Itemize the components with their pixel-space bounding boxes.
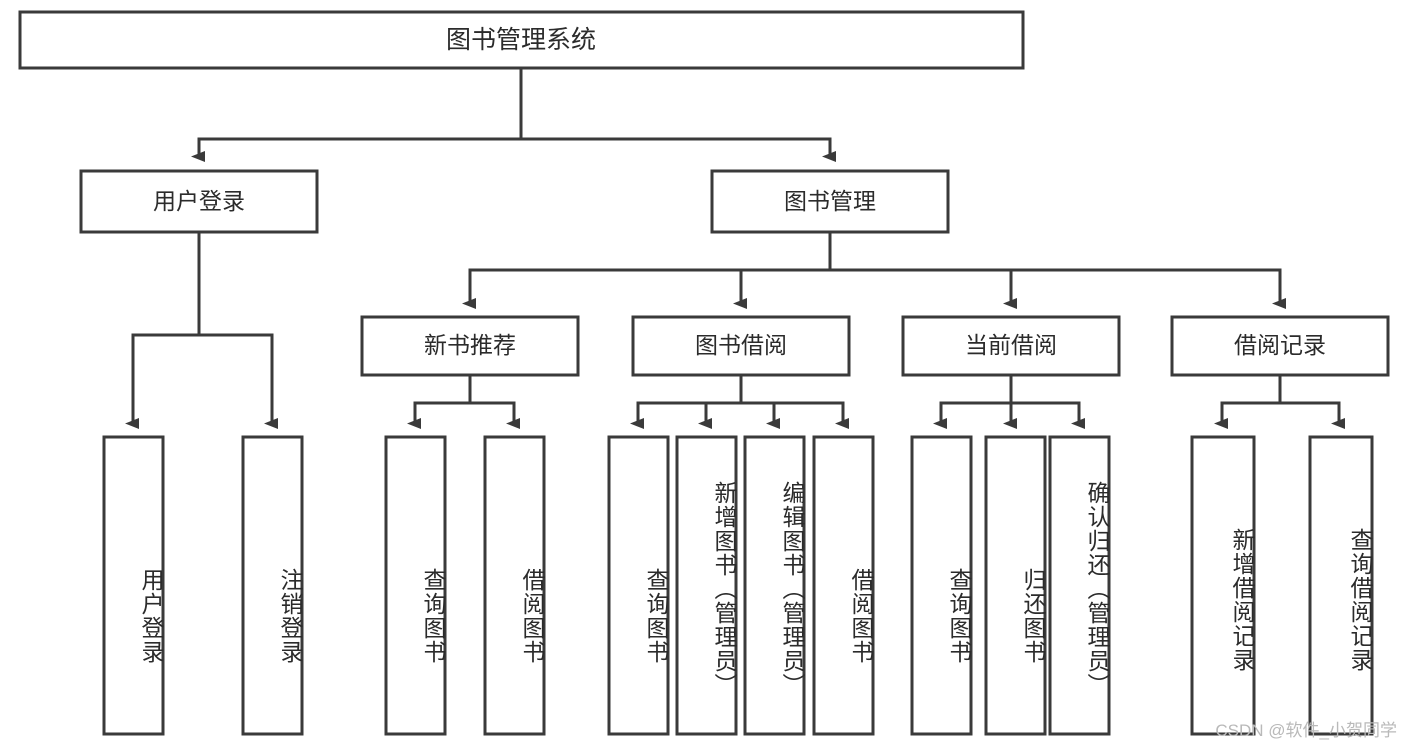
leaf-box-book-borrow-0[interactable] — [607, 435, 670, 736]
node-root[interactable]: 图书管理系统 — [18, 10, 1025, 70]
node-book-management[interactable]: 图书管理 — [710, 169, 950, 234]
leaf-box-current-borrow-1[interactable] — [984, 435, 1047, 736]
leaf-box-new-book-0[interactable] — [384, 435, 447, 736]
connector-currentborrow-to-leaves — [933, 373, 1085, 429]
node-borrow-record[interactable]: 借阅记录 — [1170, 315, 1390, 377]
leaf-box-new-book-1[interactable] — [483, 435, 546, 736]
node-user-login[interactable]: 用户登录 — [79, 169, 319, 234]
leaf-box-user-login-1[interactable] — [241, 435, 304, 736]
leaf-box-borrow-record-1[interactable] — [1308, 435, 1374, 736]
csdn-watermark: CSDN @软件_小贺同学 — [1215, 721, 1397, 740]
leaf-box-borrow-record-0[interactable] — [1190, 435, 1256, 736]
leaf-box-current-borrow-0[interactable] — [910, 435, 973, 736]
node-new-book-recommend-label: 新书推荐 — [424, 332, 516, 358]
connector-userlogin-to-leaves — [125, 230, 278, 429]
connector-bookmgmt-to-level2 — [462, 230, 1286, 309]
node-book-borrow[interactable]: 图书借阅 — [631, 315, 851, 377]
node-book-management-label: 图书管理 — [784, 188, 876, 214]
node-new-book-recommend[interactable]: 新书推荐 — [360, 315, 580, 377]
connector-root-to-level1 — [191, 66, 836, 162]
node-current-borrow-label: 当前借阅 — [965, 332, 1057, 358]
connector-newbook-to-leaves — [407, 373, 520, 429]
node-book-borrow-label: 图书借阅 — [695, 332, 787, 358]
connector-borrowrecord-to-leaves — [1214, 373, 1345, 429]
leaf-box-current-borrow-2[interactable] — [1048, 435, 1111, 736]
node-root-label: 图书管理系统 — [446, 26, 596, 54]
connector-bookborrow-to-leaves — [630, 373, 849, 429]
leaf-box-user-login-0[interactable] — [102, 435, 165, 736]
node-current-borrow[interactable]: 当前借阅 — [901, 315, 1121, 377]
leaf-box-book-borrow-2[interactable] — [743, 435, 806, 736]
node-borrow-record-label: 借阅记录 — [1234, 332, 1326, 358]
leaf-box-book-borrow-3[interactable] — [812, 435, 875, 736]
node-user-login-label: 用户登录 — [153, 188, 245, 214]
leaf-box-book-borrow-1[interactable] — [675, 435, 738, 736]
